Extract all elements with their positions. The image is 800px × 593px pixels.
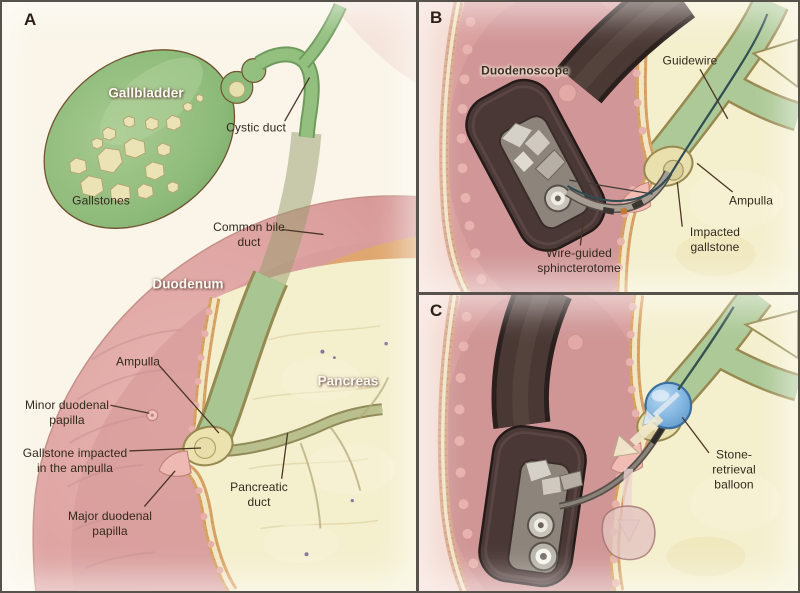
gallstones-cluster [69, 93, 204, 204]
panel-c-outer-wall [419, 295, 479, 591]
panel-c-leader-lines [681, 416, 710, 454]
duodenoscope-c [478, 295, 670, 588]
label-sphincterotome: Wire-guided sphincterotome [537, 246, 621, 275]
label-minor-duodenal-papilla: Minor duodenal papilla [24, 398, 110, 427]
panel-a-leader-lines [110, 77, 324, 507]
pancreatic-duct-shape [224, 377, 390, 529]
label-ampulla-a: Ampulla [115, 354, 161, 369]
panel-a-illustration [2, 2, 416, 591]
label-stone-retrieval-balloon: Stone-retrieval balloon [712, 447, 756, 492]
label-gallstones: Gallstones [72, 193, 130, 208]
traction-arrows [612, 391, 680, 458]
ampulla-with-stone [158, 425, 234, 477]
liver-edge-hint [330, 2, 416, 84]
duodenoscope-b [465, 2, 769, 252]
label-major-duodenal-papilla: Major duodenal papilla [67, 509, 153, 538]
stone-retrieval-balloon-shape [612, 306, 735, 458]
major-duodenal-papilla-shape [158, 450, 192, 477]
panel-b-letter: B [430, 8, 443, 27]
label-ampulla-b: Ampulla [728, 193, 774, 208]
panel-b-leader-lines [579, 68, 734, 246]
panel-a-letter: A [24, 10, 37, 29]
panel-c: C Stone-retrieval balloon [419, 295, 798, 591]
label-duodenum: Duodenum [152, 276, 224, 292]
label-gallstone-impacted: Gallstone impacted in the ampulla [22, 446, 128, 475]
label-impacted-gallstone: Impacted gallstone [689, 225, 741, 254]
sphincterotome-wire [569, 179, 653, 195]
panel-a: A Gallbladder Gallstones Cystic duct Com… [2, 2, 416, 591]
label-pancreatic-duct: Pancreatic duct [230, 480, 288, 509]
panel-b-outer-wall [419, 2, 487, 292]
panel-c-illustration [419, 295, 798, 591]
label-cystic-duct: Cystic duct [226, 120, 286, 135]
guidewire-shape [566, 13, 769, 202]
label-common-bile-duct: Common bile duct [213, 220, 285, 249]
panel-c-letter: C [430, 301, 443, 320]
label-pancreas: Pancreas [317, 373, 379, 389]
label-gallbladder: Gallbladder [108, 85, 184, 101]
released-stone [601, 468, 656, 561]
panel-b-illustration [419, 2, 798, 292]
minor-duodenal-papilla-shape [146, 409, 159, 422]
panel-b: B Duodenoscope Guidewire Ampulla Impacte… [419, 2, 798, 292]
label-guidewire: Guidewire [662, 53, 718, 68]
label-duodenoscope: Duodenoscope [481, 63, 569, 78]
